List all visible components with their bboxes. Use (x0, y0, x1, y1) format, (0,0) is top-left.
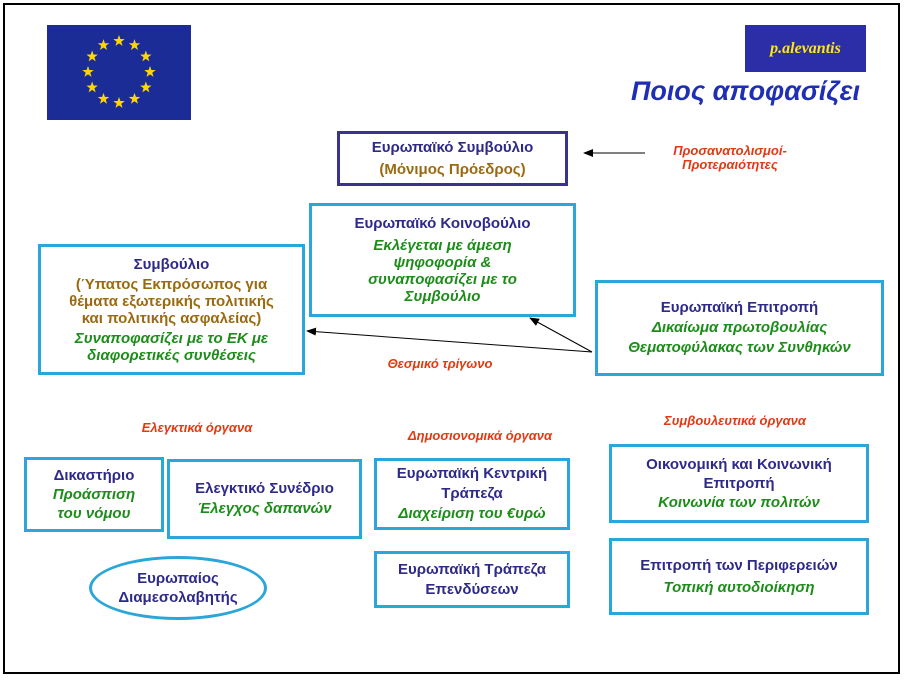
esc-box: Οικονομική και Κοινωνική Επιτροπή Κοινων… (609, 444, 869, 523)
eu-flag-icon (47, 25, 191, 120)
flag-star (128, 39, 141, 51)
eib-name: Ευρωπαϊκή Τράπεζα (398, 560, 546, 578)
court-name: Δικαστήριο (53, 467, 135, 484)
council-box: Συμβούλιο (Ύπατος Εκπρόσωπος για θέματα … (38, 244, 305, 375)
parliament-name: Ευρωπαϊκό Κοινοβούλιο (354, 215, 531, 232)
auditors-box: Ελεγκτικό Συνέδριο Έλεγχος δαπανών (167, 459, 362, 539)
parliament-box: Ευρωπαϊκό Κοινοβούλιο Εκλέγεται με άμεση… (309, 203, 576, 317)
control-bodies-label: Ελεγκτικά όργανα (141, 420, 253, 435)
author-logo: p.alevantis (745, 25, 866, 72)
ombudsman-oval: Ευρωπαίος Διαμεσολαβητής (89, 556, 267, 620)
cor-box: Επιτροπή των Περιφερειών Τοπική αυτοδιοί… (609, 538, 869, 615)
ecb-box: Ευρωπαϊκή Κεντρική Τράπεζα Διαχείριση το… (374, 458, 570, 530)
flag-star (128, 92, 141, 104)
flag-star (97, 39, 110, 51)
arrow-commission-to-parliament (529, 317, 593, 353)
european-council-president: (Μόνιμος Πρόεδρος) (379, 160, 526, 178)
flag-star (86, 81, 98, 93)
commission-name: Ευρωπαϊκή Επιτροπή (660, 299, 819, 316)
cor-name: Επιτροπή των Περιφερειών (640, 556, 838, 574)
esc-name: Οικονομική και Κοινωνική (646, 456, 832, 473)
eu-stars (82, 35, 156, 108)
orientation-label: Προσανατολισμοί- Προτεραιότητες (673, 143, 787, 172)
council-name: Συμβούλιο (133, 255, 210, 273)
budget-bodies-label: Δημοσιονομικά όργανα (407, 428, 553, 443)
flag-star (113, 97, 125, 108)
advisory-bodies-label: Συμβουλευτικά όργανα (664, 413, 806, 428)
flag-star (140, 81, 152, 93)
flag-star (113, 35, 125, 46)
court-box: Δικαστήριο Προάσπιση του νόμου (24, 457, 164, 532)
triangle-label: Θεσμικό τρίγωνο (387, 356, 493, 371)
flag-star (82, 66, 94, 77)
ecb-name: Ευρωπαϊκή Κεντρική (396, 465, 548, 482)
flag-star (86, 50, 98, 62)
european-council-name: Ευρωπαϊκό Συμβούλιο (371, 138, 534, 156)
commission-box: Ευρωπαϊκή Επιτροπή Δικαίωμα πρωτοβουλίας… (595, 280, 884, 376)
auditors-name: Ελεγκτικό Συνέδριο (195, 480, 334, 497)
flag-star (97, 92, 110, 104)
arrow-commission-to-council (306, 327, 593, 353)
eib-box: Ευρωπαϊκή Τράπεζα Επενδύσεων (374, 551, 570, 608)
slide-frame (3, 3, 900, 674)
flag-star (144, 66, 156, 77)
flag-star (140, 50, 152, 62)
page-title: Ποιος αποφασίζει (630, 76, 860, 106)
european-council-box: Ευρωπαϊκό Συμβούλιο (Μόνιμος Πρόεδρος) (337, 131, 568, 186)
